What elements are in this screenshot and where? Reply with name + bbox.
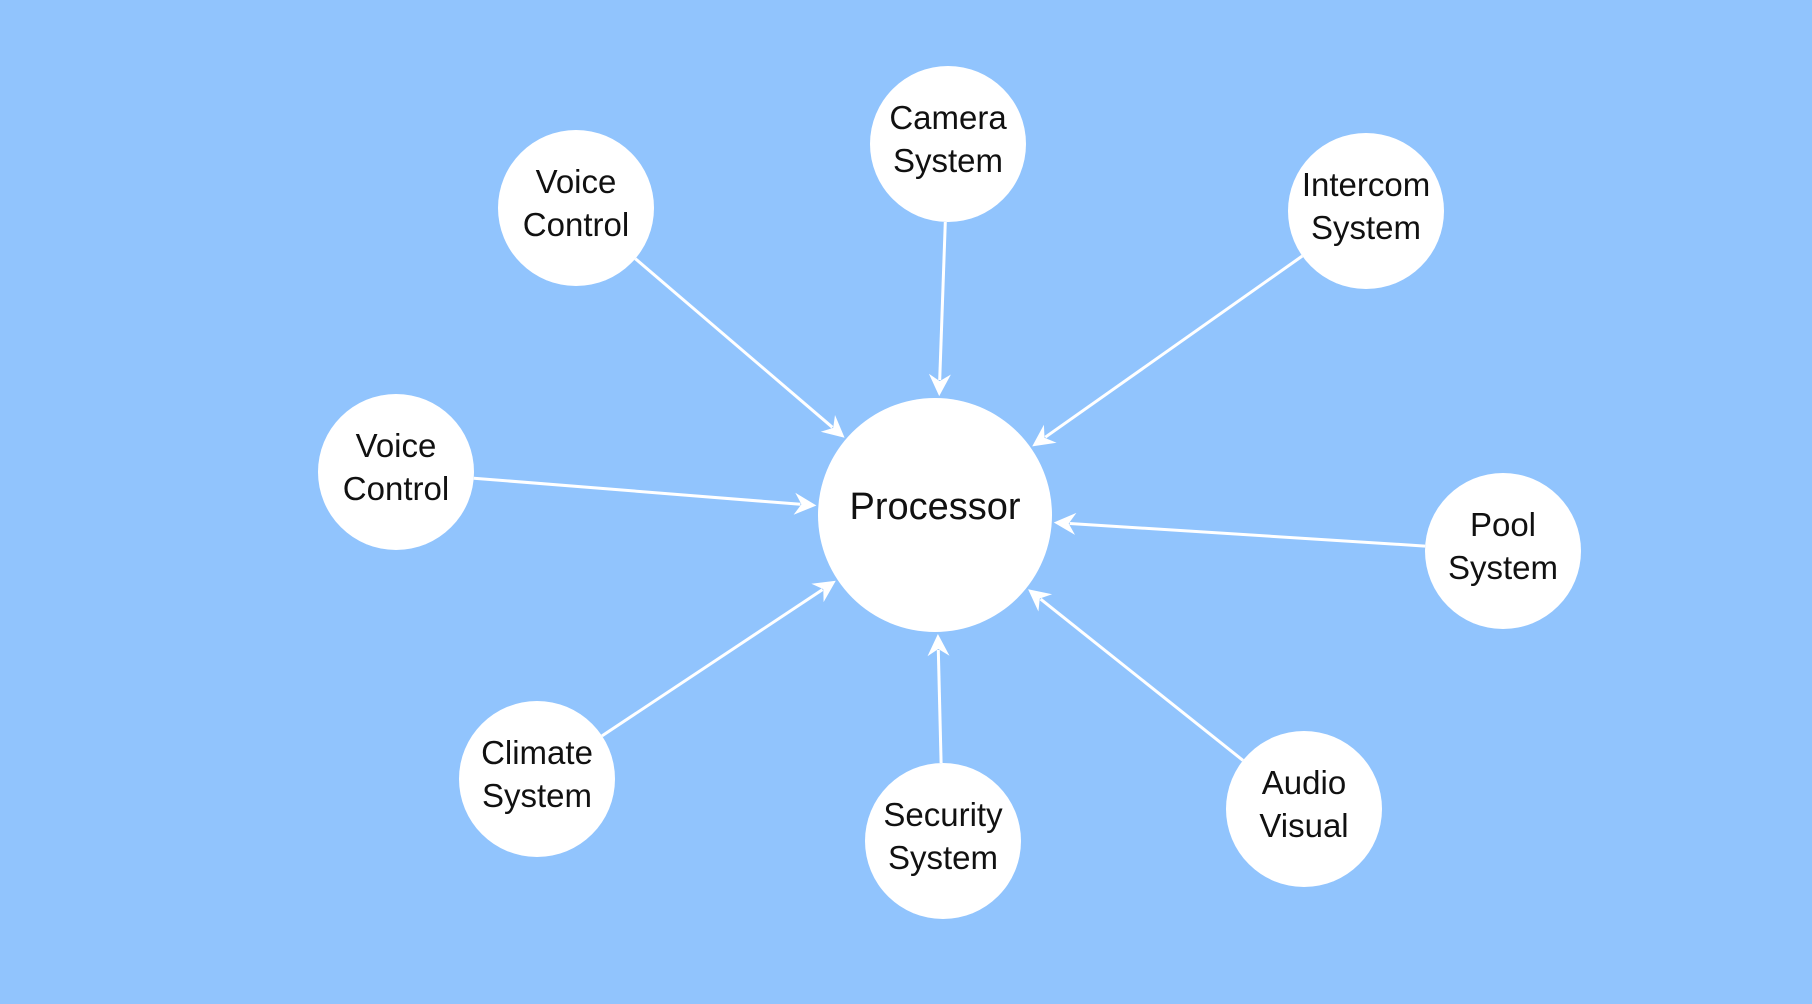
- arrowhead-icon: [820, 415, 845, 438]
- node-circle: [818, 398, 1052, 632]
- node-label: Processor: [849, 486, 1020, 528]
- arrowhead-icon: [927, 634, 950, 657]
- node-label-line: Pool: [1470, 506, 1536, 543]
- arrowhead-icon: [1053, 512, 1077, 535]
- node-label-line: Climate: [481, 734, 593, 771]
- node-label-line: Camera: [889, 99, 1007, 136]
- node-label-line: Voice: [356, 427, 437, 464]
- nodes-layer: ProcessorCameraSystemVoiceControlInterco…: [318, 66, 1581, 919]
- node-circle: [318, 394, 474, 550]
- node-label-line: Audio: [1262, 764, 1346, 801]
- node-circle: [1288, 133, 1444, 289]
- arrowhead-icon: [793, 492, 817, 515]
- node-circle: [498, 130, 654, 286]
- node-label-line: Voice: [536, 163, 617, 200]
- edges-layer: [473, 221, 1426, 764]
- node-label-line: Control: [523, 206, 629, 243]
- node-label-line: Intercom: [1302, 166, 1430, 203]
- node-label-line: System: [482, 777, 592, 814]
- node-label-line: System: [1448, 549, 1558, 586]
- arrowhead-icon: [928, 373, 951, 397]
- arrowhead-icon: [1032, 424, 1057, 447]
- edge-voice-control-2-to-processor: [473, 476, 801, 506]
- node-processor: Processor: [818, 398, 1052, 632]
- edge-pool-system-to-processor: [1069, 522, 1426, 548]
- node-label-line: Control: [343, 470, 449, 507]
- edge-audio-visual-to-processor: [1039, 597, 1244, 762]
- arrowhead-icon: [1028, 589, 1053, 612]
- edge-security-system-to-processor: [936, 649, 943, 764]
- node-label-line: Visual: [1259, 807, 1348, 844]
- edge-intercom-system-to-processor: [1044, 254, 1304, 439]
- arrowhead-icon: [811, 580, 836, 603]
- node-circle: [459, 701, 615, 857]
- edge-climate-system-to-processor: [601, 588, 824, 738]
- node-circle: [865, 763, 1021, 919]
- edge-voice-control-1-to-processor: [634, 257, 834, 429]
- node-label-line: System: [893, 142, 1003, 179]
- node-circle: [1425, 473, 1581, 629]
- edge-camera-system-to-processor: [938, 221, 947, 381]
- node-circle: [1226, 731, 1382, 887]
- node-label-line: System: [1311, 209, 1421, 246]
- node-label-line: Security: [883, 796, 1003, 833]
- node-circle: [870, 66, 1026, 222]
- node-label-line: System: [888, 839, 998, 876]
